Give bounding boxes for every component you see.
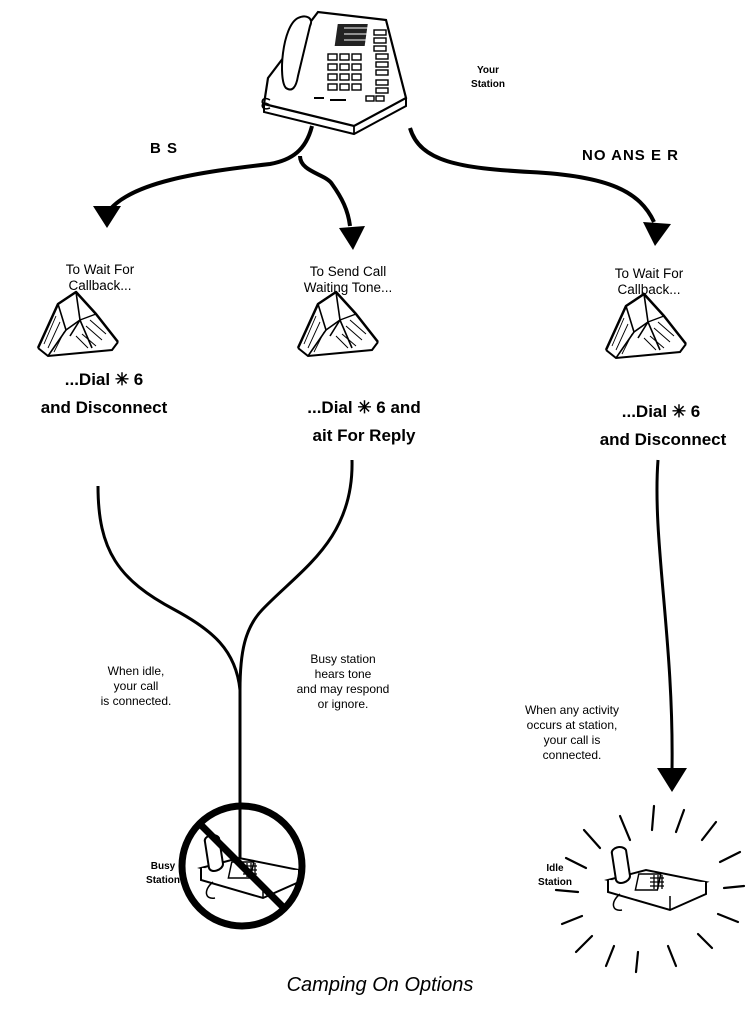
dial-action-3-line2: and Disconnect bbox=[599, 430, 727, 449]
dial-action-1-line2: and Disconnect bbox=[40, 398, 168, 417]
busy-connector bbox=[106, 125, 314, 214]
busy-branch-label: B S bbox=[150, 140, 179, 157]
prohibition-circle bbox=[178, 802, 306, 930]
arrow-head-idle bbox=[657, 768, 687, 792]
dial-action-2-line1: ...Dial ✳ 6 and bbox=[307, 398, 421, 417]
no-answer-connector bbox=[408, 127, 656, 223]
wait-connector bbox=[298, 155, 352, 227]
your-station-label: Your Station bbox=[471, 65, 505, 90]
no-answer-branch-label: NO ANS E R bbox=[582, 147, 679, 164]
wait-callback-instruction-2: To Wait For Callback... bbox=[614, 266, 684, 297]
tent-icon-middle bbox=[296, 290, 380, 358]
tent-icon-left bbox=[36, 290, 120, 358]
any-activity-note: When any activity occurs at station, you… bbox=[524, 703, 620, 762]
arrow-head-middle bbox=[339, 226, 365, 250]
send-waiting-tone-instruction: To Send Call Waiting Tone... bbox=[303, 264, 393, 295]
dial-action-3-line1: ...Dial ✳ 6 bbox=[621, 402, 701, 421]
idle-line bbox=[655, 459, 674, 771]
callback-line bbox=[96, 485, 242, 870]
arrow-head-right bbox=[643, 222, 671, 246]
tent-icon-right bbox=[604, 292, 688, 360]
figure-caption: Camping On Options bbox=[286, 974, 474, 996]
arrow-head-left bbox=[93, 206, 121, 228]
idle-station-phone bbox=[607, 846, 707, 912]
ringing-lines bbox=[554, 804, 746, 974]
dial-action-2-line2: ait For Reply bbox=[312, 426, 416, 445]
idle-station-label: Idle Station bbox=[538, 863, 572, 888]
wait-callback-instruction-1: To Wait For Callback... bbox=[65, 262, 135, 293]
when-idle-note: When idle, your call is connected. bbox=[100, 664, 172, 708]
busy-station-label: Busy Station bbox=[146, 861, 180, 886]
dial-action-1-line1: ...Dial ✳ 6 bbox=[64, 370, 144, 389]
prohibition-slash bbox=[197, 821, 287, 911]
busy-hears-tone-note: Busy station hears tone and may respond … bbox=[296, 652, 390, 711]
your-station-phone bbox=[261, 10, 408, 136]
reply-line bbox=[238, 459, 354, 691]
